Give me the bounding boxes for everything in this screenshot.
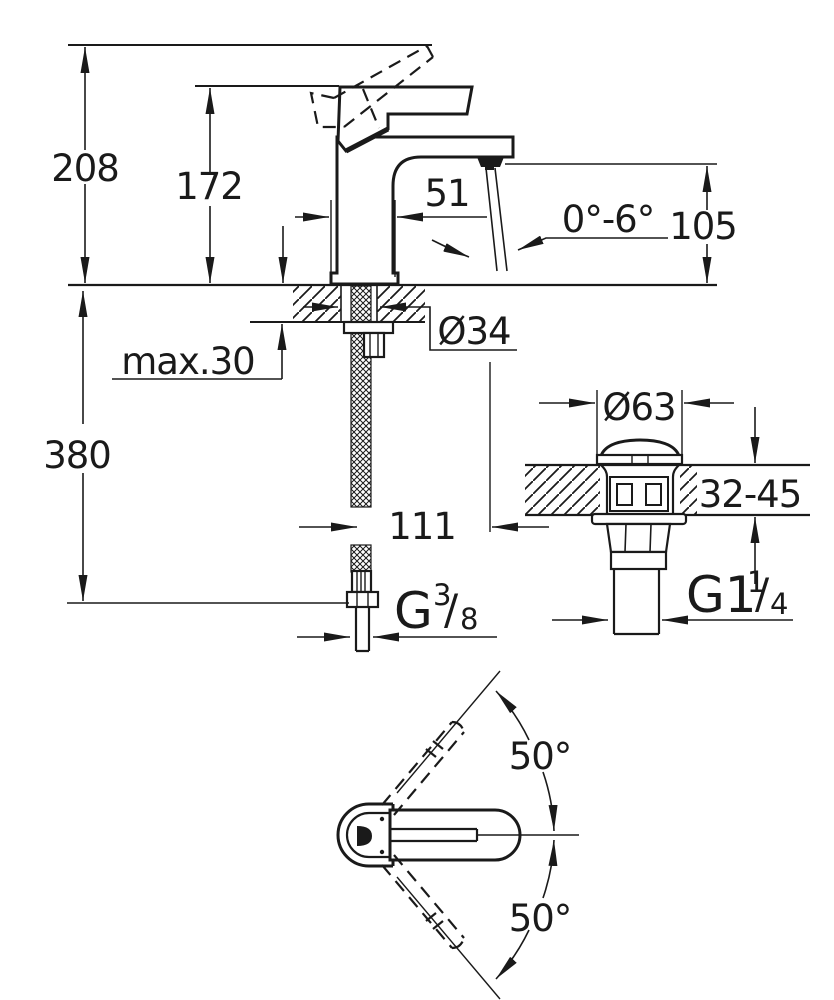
dim-111: 111	[299, 505, 549, 548]
dim-label-hole-diameter: Ø34	[437, 310, 510, 353]
drain-cap-dome	[599, 438, 681, 457]
dim-label-208: 208	[51, 147, 119, 190]
dim-label-380: 380	[43, 434, 111, 477]
swing-ray-lower	[396, 876, 501, 1000]
drain-hex-nut	[605, 522, 672, 554]
top-view-body	[336, 802, 579, 868]
ext-lines-51	[330, 200, 396, 277]
swing-ray-upper	[396, 670, 501, 794]
swing-arc-upper-a	[495, 690, 530, 741]
swing-arc-lower-a	[542, 839, 558, 899]
dim-label-g38-numerator: 3	[433, 578, 451, 612]
dim-32-45: 32-45	[699, 407, 802, 584]
water-stream	[485, 167, 508, 272]
aerator	[477, 157, 504, 170]
dim-label-105: 105	[669, 205, 737, 248]
drain-body	[590, 438, 688, 636]
body-inner-outline	[345, 811, 390, 859]
counter-hatch-left	[293, 286, 341, 322]
dim-label-50-lower: 50°	[509, 897, 572, 940]
dim-label-172: 172	[175, 165, 243, 208]
drain-countertop-section	[525, 463, 810, 517]
side-view-dimensions: 208 172 51 0°-6° 105	[43, 44, 738, 642]
mounting-bolt	[362, 331, 386, 359]
dim-hole-diameter: Ø34	[303, 302, 517, 353]
dim-label-stream-angle: 0°-6°	[562, 198, 654, 241]
swing-arc-upper-b	[542, 771, 558, 832]
screw-dot-top	[379, 816, 385, 822]
lever-swung-up-dashed	[381, 720, 466, 816]
drain-cap-plate	[595, 453, 684, 466]
drain-dimensions: Ø63 32-45 G1 1 / 4	[539, 386, 802, 625]
dim-63: Ø63	[539, 386, 734, 429]
handle-lever-raised-dashed	[309, 45, 434, 129]
dim-label-g114-prefix: G1	[686, 566, 757, 624]
dim-label-g114-numerator: 1	[747, 565, 765, 599]
drain-view: Ø63 32-45 G1 1 / 4	[525, 386, 810, 636]
drain-overflow-window-right	[645, 483, 662, 506]
supply-hose	[342, 285, 395, 653]
g38-thread-pipe	[354, 607, 371, 653]
braided-hose-upper	[350, 285, 372, 508]
dim-label-g38-denominator: 8	[460, 602, 478, 636]
drain-hatch-right	[680, 466, 697, 515]
drain-tailpipe	[612, 569, 661, 636]
top-view: 50° 50°	[336, 670, 579, 1000]
dim-label-51: 51	[424, 172, 469, 215]
drain-overflow-frame	[609, 476, 669, 512]
dim-172: 172	[175, 88, 244, 283]
drain-overflow-window-left	[616, 483, 633, 506]
dim-label-g114-slash: /	[755, 569, 770, 618]
swing-arc-lower-b	[495, 929, 530, 980]
mounting-washer	[342, 320, 395, 335]
side-view: 208 172 51 0°-6° 105	[43, 44, 738, 653]
drain-collar	[609, 550, 668, 571]
dim-g114: G1 1 / 4	[552, 565, 793, 625]
dim-label-32-45: 32-45	[699, 473, 802, 516]
drain-cap-notch	[631, 455, 649, 464]
drain-body-walls	[600, 464, 680, 514]
mounting-hole-edges	[340, 286, 378, 322]
dim-380: 380	[43, 291, 112, 601]
ext-lines-63	[596, 390, 683, 460]
dim-stream-angle: 0°-6°	[431, 198, 668, 258]
dim-label-g38-prefix: G	[394, 582, 433, 640]
dim-label-g38-slash: /	[444, 585, 459, 634]
screw-dot-bottom	[379, 849, 385, 855]
lever-swung-down-dashed	[381, 854, 466, 950]
swing-angle-dimensions: 50° 50°	[396, 670, 572, 1000]
braided-hose-lower	[350, 544, 372, 573]
dim-label-max30: max.30	[121, 340, 254, 383]
g38-nut	[345, 590, 380, 609]
drain-hatch-left	[525, 466, 600, 515]
dim-label-g114-denominator: 4	[770, 587, 788, 621]
lever-top-outline	[388, 808, 522, 862]
dim-105: 105	[669, 166, 738, 283]
dim-label-111: 111	[388, 505, 456, 548]
dim-51: 51	[295, 172, 487, 222]
dim-label-63: Ø63	[602, 386, 675, 429]
counter-hatch-right	[377, 286, 425, 322]
dim-max30: max.30	[112, 226, 288, 383]
faucet-body	[309, 45, 515, 286]
cartridge-marker	[357, 826, 372, 846]
dim-208: 208	[51, 47, 120, 283]
countertop-section	[68, 283, 717, 323]
dim-label-50-upper: 50°	[509, 735, 572, 778]
drain-flange	[590, 512, 688, 526]
dim-g38: G 3 / 8	[297, 578, 497, 642]
